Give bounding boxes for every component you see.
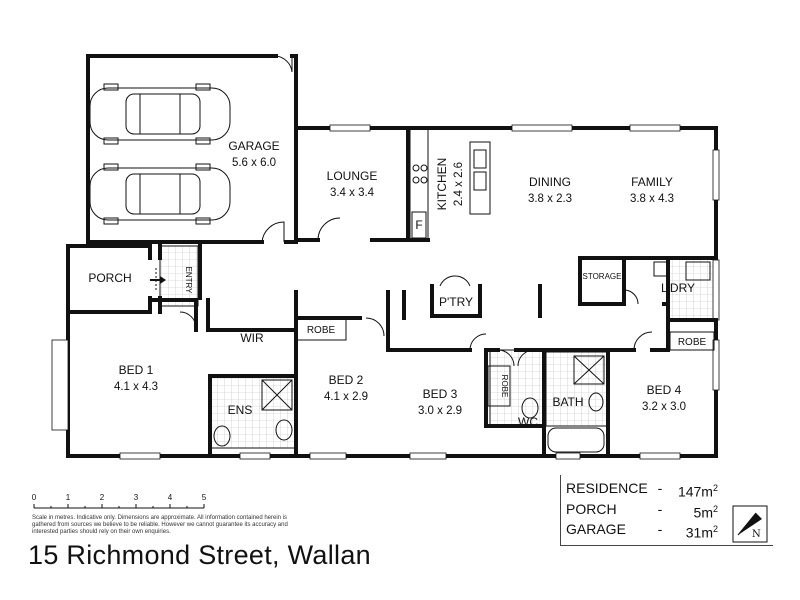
storage-label: STORAGE xyxy=(583,272,622,281)
scale-tick-label: 3 xyxy=(134,493,139,502)
bed2-dims: 4.1 x 2.9 xyxy=(324,391,368,403)
bed4-label: BED 4 xyxy=(647,383,682,397)
wc-floor-tiles xyxy=(489,349,545,427)
pantry-label: P'TRY xyxy=(439,295,473,309)
area-row-garage: GARAGE - 31m2 xyxy=(566,521,726,542)
scale-tick-label: 5 xyxy=(202,493,207,502)
area-name: RESIDENCE xyxy=(566,480,648,496)
ens-label: ENS xyxy=(228,403,253,417)
wir-label: WIR xyxy=(240,331,264,345)
area-name: GARAGE xyxy=(566,521,626,538)
scale-tick-label: 0 xyxy=(32,493,37,502)
kitchen-dims: 2.4 x 2.6 xyxy=(453,162,465,206)
laundry-label: L'DRY xyxy=(661,281,695,295)
dining-dims: 3.8 x 2.3 xyxy=(528,193,572,205)
bed1-label: BED 1 xyxy=(119,363,154,377)
area-name: PORCH xyxy=(566,500,617,517)
dining-label: DINING xyxy=(529,175,571,189)
kitchen-label: KITCHEN xyxy=(435,158,449,211)
garage-label: GARAGE xyxy=(228,139,279,153)
robes xyxy=(295,317,715,407)
north-label: N xyxy=(752,529,761,540)
area-summary: RESIDENCE - 147m2 PORCH - 5m2 GARAGE - 3… xyxy=(566,480,726,542)
area-row-porch: PORCH - 5m2 xyxy=(566,501,726,522)
entry-label: ENTRY xyxy=(184,267,193,295)
laundry-floor-tiles xyxy=(667,257,715,321)
robe-bed3-label: ROBE xyxy=(500,375,509,398)
bathroom-fixtures xyxy=(213,261,711,453)
kitchen-fixtures xyxy=(409,127,491,241)
car-icon xyxy=(89,83,231,145)
bed4-dims: 3.2 x 3.0 xyxy=(642,401,686,413)
area-dash: - xyxy=(657,500,663,517)
lounge-dims: 3.4 x 3.4 xyxy=(330,187,375,199)
area-unit-sup: 2 xyxy=(712,524,718,535)
robe-main-label: ROBE xyxy=(307,325,336,336)
area-unit-sup: 2 xyxy=(712,483,718,493)
bath-floor-tiles xyxy=(545,351,609,427)
bed3-dims: 3.0 x 2.9 xyxy=(418,405,462,417)
area-unit-sup: 2 xyxy=(712,503,718,514)
robe-bed4-label: ROBE xyxy=(678,337,707,348)
scale-bar: 0 1 2 3 4 5 xyxy=(32,493,207,509)
area-dash: - xyxy=(657,521,663,538)
wc-label: WC xyxy=(518,415,538,429)
bed2-label: BED 2 xyxy=(329,373,364,387)
area-value: 31m2 xyxy=(668,521,718,542)
scale-tick-label: 4 xyxy=(168,493,173,502)
scale-tick-label: 1 xyxy=(66,493,71,502)
area-value-text: 31m xyxy=(685,524,713,541)
porch-label: PORCH xyxy=(88,271,131,285)
entry-floor-tiles xyxy=(159,245,199,307)
area-dash: - xyxy=(657,480,663,496)
bed1-dims: 4.1 x 4.3 xyxy=(114,381,158,393)
ens-floor-tiles xyxy=(209,375,297,449)
scale-ruler xyxy=(33,504,205,509)
doors xyxy=(179,55,653,367)
area-value: 147m2 xyxy=(668,480,718,501)
bed3-label: BED 3 xyxy=(423,387,458,401)
garage-dims: 5.6 x 6.0 xyxy=(232,157,276,169)
family-label: FAMILY xyxy=(631,175,673,189)
windows xyxy=(51,124,720,460)
disclaimer-text: Scale in metres. Indicative only. Dimens… xyxy=(32,515,288,535)
areas-box-frame xyxy=(560,475,773,546)
area-value: 5m2 xyxy=(668,501,718,522)
property-address: 15 Richmond Street, Wallan xyxy=(28,540,371,570)
garage-cars xyxy=(89,83,231,225)
north-arrow-icon: N xyxy=(732,505,768,543)
lounge-label: LOUNGE xyxy=(327,169,378,183)
area-row-residence: RESIDENCE - 147m2 xyxy=(566,480,726,501)
fridge-label: F xyxy=(415,218,422,232)
scale-tick-label: 2 xyxy=(100,493,105,502)
car-icon xyxy=(89,163,231,225)
bath-label: BATH xyxy=(552,395,583,409)
family-dims: 3.8 x 4.3 xyxy=(630,193,674,205)
entry-arrow-icon xyxy=(150,268,166,292)
area-value-text: 5m xyxy=(693,504,713,521)
area-value-text: 147m xyxy=(677,483,713,500)
